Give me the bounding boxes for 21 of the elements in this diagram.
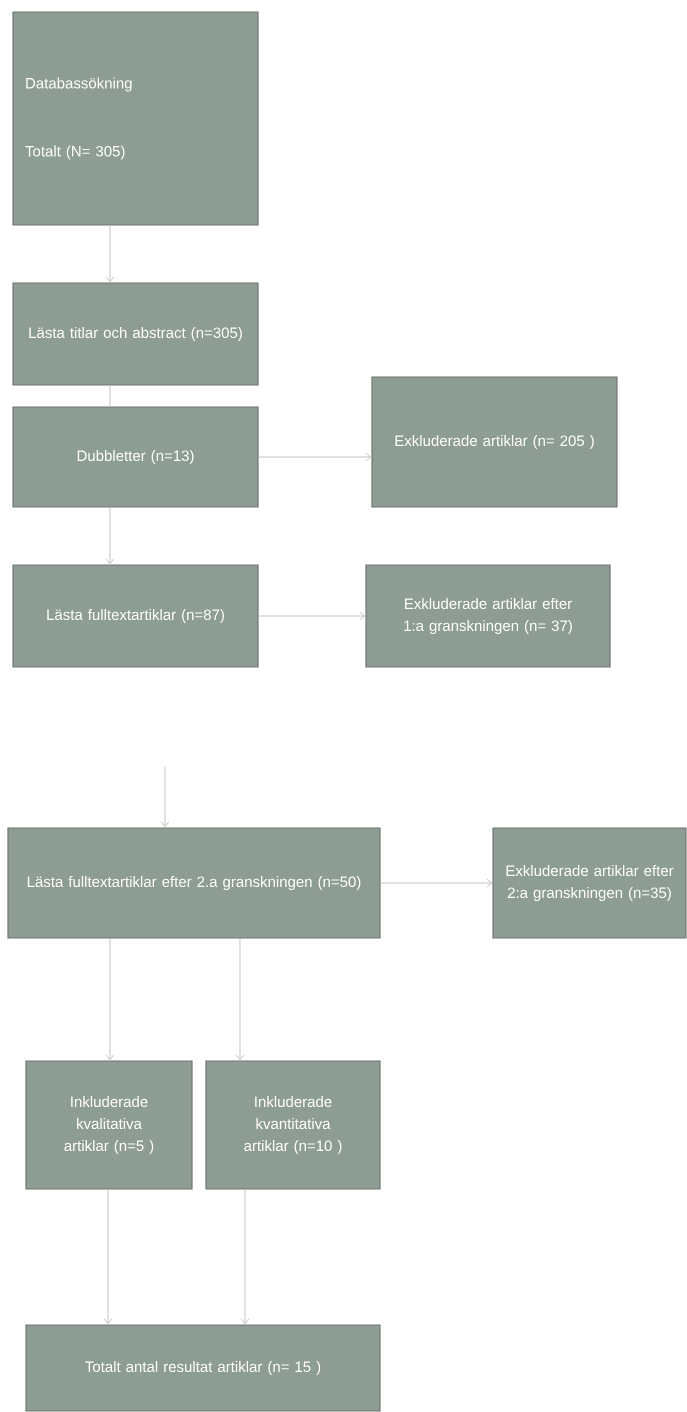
process-box: Lästa fulltextartiklar (n=87) xyxy=(12,564,259,668)
process-box: Totalt antal resultat artiklar (n= 15 ) xyxy=(25,1324,381,1412)
process-box: Databassökning Totalt (N= 305) xyxy=(12,11,259,226)
process-box: Inkluderade kvantitativa artiklar (n=10 ) xyxy=(205,1060,381,1190)
arrow xyxy=(103,1189,113,1325)
arrow xyxy=(105,938,115,1061)
process-box: Dubbletter (n=13) xyxy=(12,406,259,508)
arrow xyxy=(105,225,115,283)
process-box: Lästa fulltextartiklar efter 2.a granskningen (n=50) xyxy=(7,827,381,939)
process-box: Lästa titlar och abstract (n=305) xyxy=(12,282,259,386)
arrow xyxy=(258,452,372,462)
arrow xyxy=(105,507,115,565)
arrow xyxy=(258,611,366,621)
arrow xyxy=(160,766,170,828)
arrow xyxy=(240,1189,250,1325)
arrow xyxy=(380,878,493,888)
process-box: Inkluderade kvalitativa artiklar (n=5 ) xyxy=(25,1060,193,1190)
process-box: Exkluderade artiklar efter 1:a granskningen (n= 37) xyxy=(365,564,611,668)
arrow xyxy=(235,938,245,1061)
process-box: Exkluderade artiklar (n= 205 ) xyxy=(371,376,618,508)
process-box: Exkluderade artiklar efter 2:a granskningen (n=35) xyxy=(492,827,687,939)
